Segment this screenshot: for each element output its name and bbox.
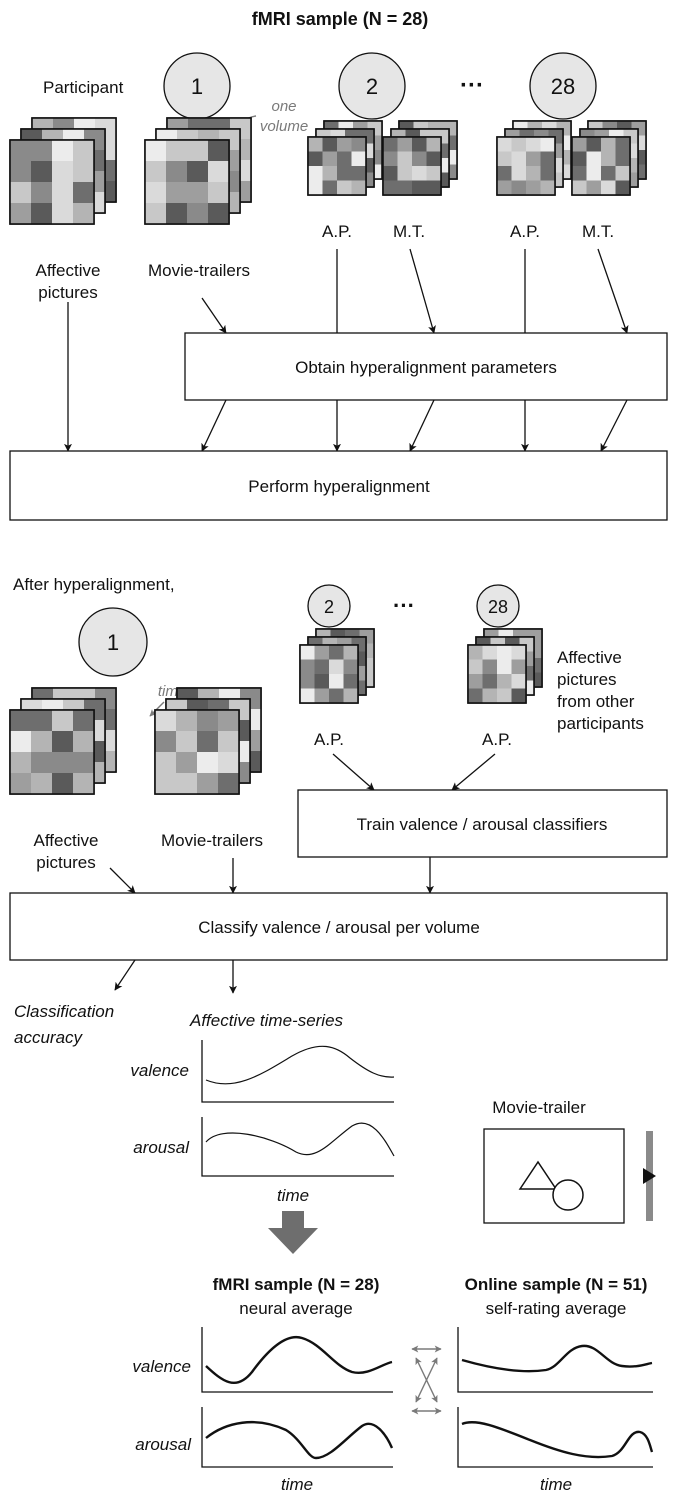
stack-icon <box>299 628 375 704</box>
affective-pictures-label-line2: pictures <box>38 283 98 302</box>
movie-trailer-label: Movie-trailer <box>492 1098 586 1117</box>
arousal-label: arousal <box>135 1435 192 1454</box>
arrow <box>409 248 436 334</box>
ap-label: A.P. <box>322 222 352 241</box>
participant-ellipsis: ··· <box>393 593 415 618</box>
stack-icon <box>9 117 117 225</box>
time-pointer <box>149 701 165 717</box>
obtain-hyperalignment-label: Obtain hyperalignment parameters <box>295 358 557 377</box>
stack-icon <box>496 120 572 196</box>
affective-pictures-label-line2: pictures <box>36 853 96 872</box>
classify-label: Classify valence / arousal per volume <box>198 918 480 937</box>
movie-trailers-label: Movie-trailers <box>161 831 263 850</box>
neural-average-label: neural average <box>239 1299 352 1318</box>
participant-label: Participant <box>43 78 124 97</box>
arousal-label: arousal <box>133 1138 190 1157</box>
big-down-arrow-icon <box>268 1211 318 1254</box>
diagram-title: fMRI sample (N = 28) <box>252 9 429 29</box>
stack-icon <box>382 120 458 196</box>
ap-label: A.P. <box>482 730 512 749</box>
obtain-hyperalignment-box <box>184 332 668 401</box>
online-arousal-axes <box>457 1407 653 1468</box>
participant-2-number: 2 <box>366 74 378 99</box>
train-classifiers-box <box>297 789 668 858</box>
classification-accuracy-label-line1: Classification <box>14 1002 114 1021</box>
stack-icon <box>571 120 647 196</box>
arrow <box>597 248 629 334</box>
other-participants-label-line1: Affective <box>557 648 622 667</box>
participant-1-number: 1 <box>107 630 119 655</box>
affective-time-series-label: Affective time-series <box>189 1011 344 1030</box>
online-valence-curve <box>461 1344 653 1373</box>
mt-label: M.T. <box>582 222 614 241</box>
time-axis-label: time <box>277 1186 309 1205</box>
arrow <box>600 399 628 452</box>
affective-pictures-label-line1: Affective <box>34 831 99 850</box>
circle-icon <box>552 1179 584 1211</box>
classify-box <box>9 892 668 961</box>
valence-axes <box>201 1040 394 1103</box>
arousal-curve <box>205 1122 395 1157</box>
time-axis-label: time <box>540 1475 572 1494</box>
valence-curve <box>205 1045 395 1085</box>
fmri-arousal-curve <box>205 1420 394 1460</box>
affective-pictures-label-line1: Affective <box>36 261 101 280</box>
participant-28-badge: 28 <box>476 584 520 628</box>
ap-label: A.P. <box>510 222 540 241</box>
arrow <box>201 399 227 452</box>
mt-label: M.T. <box>393 222 425 241</box>
fmri-arousal-axes <box>201 1407 393 1468</box>
arrow <box>201 297 227 334</box>
valence-label: valence <box>132 1357 191 1376</box>
one-volume-note-line2: volume <box>260 118 308 135</box>
stack-icon <box>467 628 543 704</box>
arrow <box>114 959 136 991</box>
self-rating-average-label: self-rating average <box>486 1299 627 1318</box>
arousal-axes <box>201 1117 394 1177</box>
triangle-icon <box>518 1160 558 1190</box>
stack-icon <box>9 687 117 795</box>
participant-28-number: 28 <box>551 74 575 99</box>
online-valence-axes <box>457 1327 653 1393</box>
arrow <box>451 753 496 791</box>
other-participants-label-line4: participants <box>557 714 644 733</box>
participant-2-badge: 2 <box>338 52 406 120</box>
fmri-valence-curve <box>205 1335 393 1384</box>
other-participants-label-line2: pictures <box>557 670 617 689</box>
compare-arrows-icon <box>411 1345 442 1415</box>
online-arousal-curve <box>461 1421 654 1459</box>
participant-2-number: 2 <box>324 597 334 617</box>
participant-1-badge: 1 <box>163 52 231 120</box>
one-volume-note-line1: one <box>271 98 296 115</box>
valence-label: valence <box>130 1061 189 1080</box>
participant-1-badge: 1 <box>78 607 148 677</box>
stack-icon <box>154 687 262 795</box>
participant-2-badge: 2 <box>307 584 351 628</box>
stack-icon <box>144 117 252 225</box>
fmri-sample-heading: fMRI sample (N = 28) <box>213 1275 380 1294</box>
movie-trailers-label: Movie-trailers <box>148 261 250 280</box>
train-classifiers-label: Train valence / arousal classifiers <box>357 815 608 834</box>
playhead-icon <box>643 1168 656 1184</box>
perform-hyperalignment-label: Perform hyperalignment <box>248 477 430 496</box>
perform-hyperalignment-box <box>9 450 668 521</box>
after-hyperalignment-label: After hyperalignment, <box>13 575 175 594</box>
classification-accuracy-label-line2: accuracy <box>14 1028 84 1047</box>
participant-28-number: 28 <box>488 597 508 617</box>
fmri-valence-axes <box>201 1327 393 1393</box>
ap-label: A.P. <box>314 730 344 749</box>
online-sample-heading: Online sample (N = 51) <box>465 1275 648 1294</box>
arrow <box>409 399 435 452</box>
movie-trailer-frame <box>483 1128 625 1224</box>
participant-ellipsis: ··· <box>460 72 484 99</box>
other-participants-label-line3: from other <box>557 692 635 711</box>
time-axis-label: time <box>281 1475 313 1494</box>
participant-28-badge: 28 <box>529 52 597 120</box>
arrow <box>332 753 375 791</box>
stack-icon <box>307 120 383 196</box>
participant-1-number: 1 <box>191 74 203 99</box>
arrow <box>109 867 136 894</box>
